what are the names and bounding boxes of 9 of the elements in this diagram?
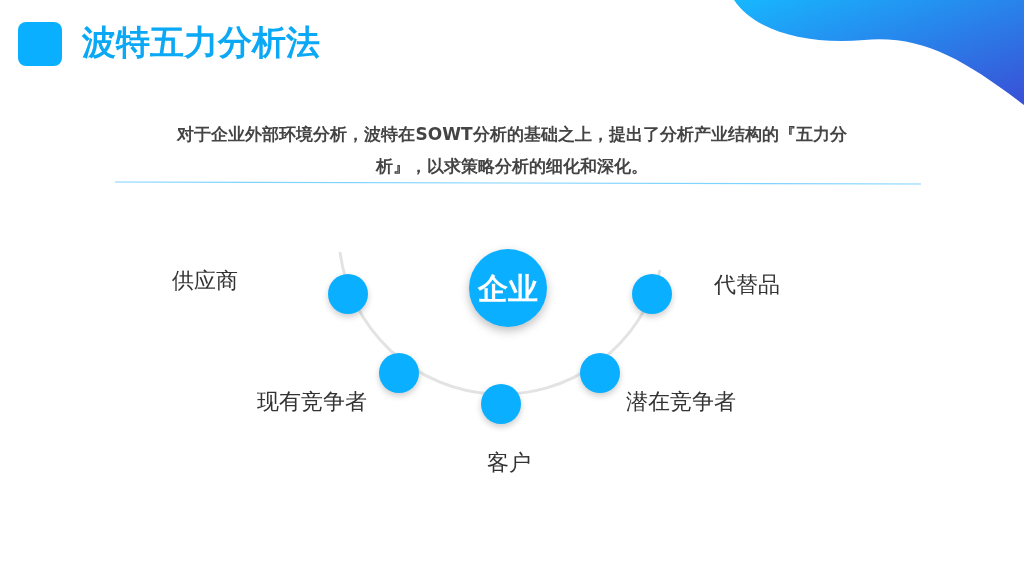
title: 波特五力分析法 xyxy=(82,21,320,64)
force-label: 供应商 xyxy=(172,267,238,295)
force-label: 客户 xyxy=(487,449,531,477)
intro-paragraph: 对于企业外部环境分析，波特在SOWT分析的基础之上，提出了分析产业结构的『五力分析』，以求策略分析的细化和深化。 xyxy=(175,123,848,178)
title-marker xyxy=(18,22,62,66)
force-label: 现有竞争者 xyxy=(257,388,367,416)
force-label: 潜在竞争者 xyxy=(626,388,736,416)
force-label: 代替品 xyxy=(714,271,780,299)
circle-label: 企业 xyxy=(478,269,538,308)
